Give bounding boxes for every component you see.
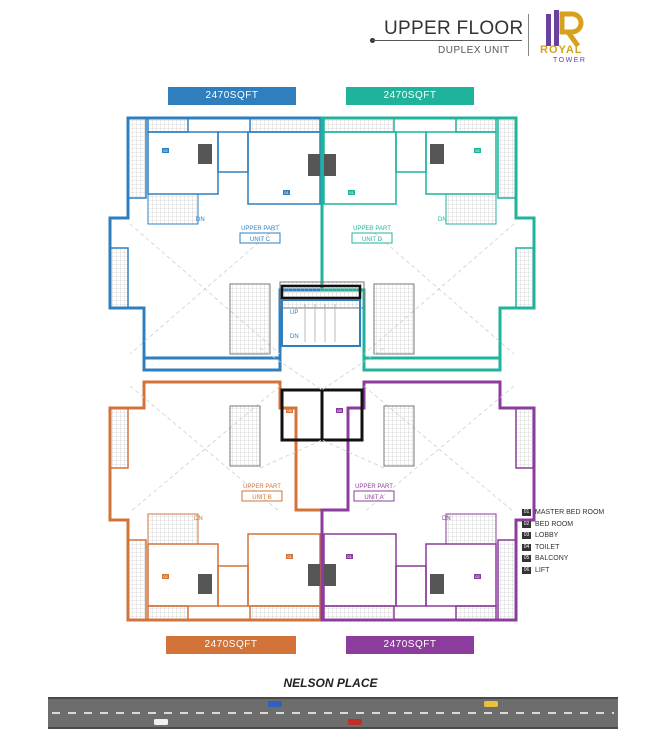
road: [48, 697, 618, 729]
area-label-bottom-right: 2470SQFT: [346, 636, 474, 654]
car-icon: [484, 701, 498, 707]
logo-sub: TOWER: [553, 57, 587, 64]
room-code-lift-right: 06: [337, 408, 342, 413]
stair-label-a: DN: [442, 516, 451, 522]
room-code-lift-left: 06: [287, 408, 292, 413]
unit-b-plan: [108, 380, 324, 622]
stair-label-d: DN: [438, 217, 447, 223]
unit-d-line1: UPPER PART: [353, 226, 391, 232]
unit-a-plan: [320, 380, 536, 622]
area-label-top-right: 2470SQFT: [346, 87, 474, 105]
street-name: NELSON PLACE: [283, 676, 378, 690]
unit-b-line1: UPPER PART: [243, 484, 281, 490]
room-code-a-bed: 02: [475, 574, 480, 579]
unit-a-line1: UPPER PART: [355, 484, 393, 490]
area-label-bottom-left: 2470SQFT: [166, 636, 296, 654]
unit-a-line2: UNIT A: [364, 495, 383, 501]
page-title: UPPER FLOOR: [384, 18, 524, 39]
royal-tower-logo-icon: [546, 10, 584, 48]
room-code-d-master: 01: [349, 190, 354, 195]
room-code-b-master: 01: [287, 554, 292, 559]
room-code-b-bed: 02: [163, 574, 168, 579]
stair-label-core-up: UP: [290, 310, 298, 316]
unit-c-plan: [108, 116, 324, 372]
room-code-c-master: 01: [284, 190, 289, 195]
core: [229, 281, 415, 469]
car-icon: [348, 719, 362, 725]
stair-label-c: DN: [196, 217, 205, 223]
car-icon: [154, 719, 168, 725]
unit-d-plan: [320, 116, 536, 372]
bed-icon: [198, 144, 444, 594]
title-rule: [372, 40, 522, 41]
room-code-d-bed: 02: [475, 148, 480, 153]
unit-c-line2: UNIT C: [250, 237, 271, 243]
unit-d-line2: UNIT D: [362, 237, 383, 243]
car-icon: [268, 701, 282, 707]
title-divider: [528, 14, 529, 56]
unit-c-line1: UPPER PART: [241, 226, 279, 232]
floor-plan: DN DN DN DN UP DN UPPER PART UNIT C UPPE…: [108, 116, 536, 622]
area-label-top-left: 2470SQFT: [168, 87, 296, 105]
stair-label-core-dn: DN: [290, 334, 299, 340]
logo-name: ROYAL: [540, 44, 583, 56]
page-subtitle: DUPLEX UNIT: [438, 45, 510, 56]
room-code-a-master: 01: [347, 554, 352, 559]
unit-b-line2: UNIT B: [252, 495, 272, 501]
stair-label-b: DN: [194, 516, 203, 522]
room-code-c-bed: 02: [163, 148, 168, 153]
